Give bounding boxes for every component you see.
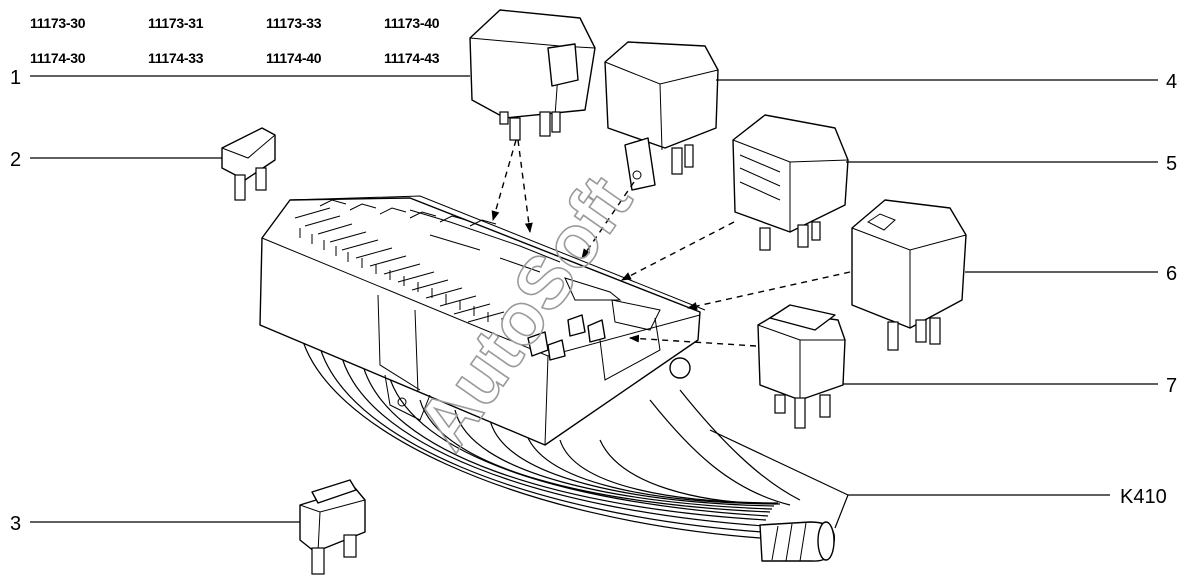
mounting-knob: [669, 357, 691, 379]
part-code: 11173-30: [30, 15, 86, 31]
fuse-3: [299, 479, 366, 575]
relay-window: [547, 43, 579, 87]
part-code: 11174-33: [148, 50, 204, 66]
relay-7: [757, 304, 846, 429]
relay-4: [604, 41, 719, 191]
callout-4: 4: [1166, 71, 1177, 93]
part-code: 11174-30: [30, 50, 86, 66]
fuse-2: [221, 127, 276, 201]
assembly-arrows: [491, 139, 851, 347]
callout-k410: K410: [1120, 486, 1167, 508]
callout-2: 2: [10, 149, 21, 171]
callout-7: 7: [1166, 375, 1177, 397]
fuse-slots: [294, 199, 661, 331]
part-code: 11173-31: [148, 15, 204, 31]
callout-5: 5: [1166, 153, 1177, 175]
part-code: 11174-43: [384, 50, 440, 66]
callout-6: 6: [1166, 263, 1177, 285]
callout-1: 1: [10, 67, 21, 89]
callout-3: 3: [10, 513, 21, 535]
fuse-relay-box: [259, 195, 706, 446]
relay-1: [469, 9, 596, 141]
part-code: 11174-40: [266, 50, 322, 66]
relay-6: [851, 199, 967, 351]
leader-lines: [30, 75, 1158, 529]
part-code-table: 11173-30 11173-31 11173-33 11173-40 1117…: [30, 15, 440, 66]
wiring-harness: [299, 329, 836, 562]
relay-5: [732, 114, 849, 251]
wiper-symbol-icon: [867, 213, 896, 231]
callout-labels: 1 2 3 4 5 6 7 K410: [10, 67, 1177, 535]
part-code: 11173-40: [384, 15, 440, 31]
part-code: 11173-33: [266, 15, 322, 31]
